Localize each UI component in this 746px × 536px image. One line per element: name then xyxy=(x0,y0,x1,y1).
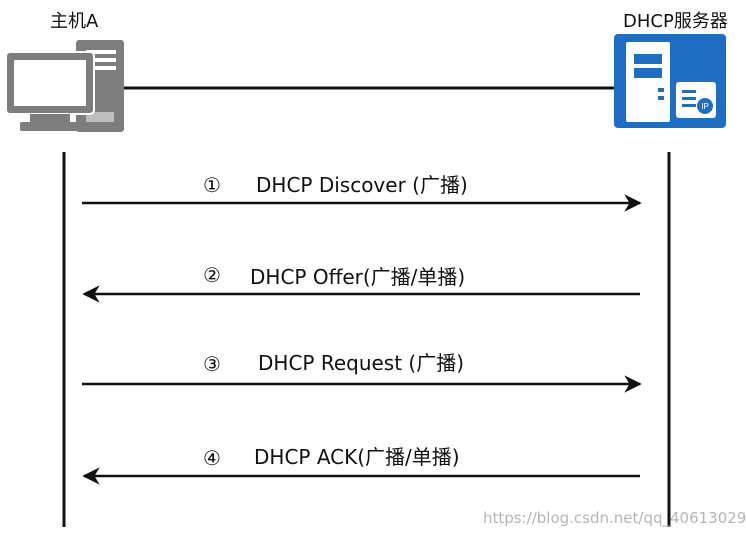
watermark: https://blog.csdn.net/qq_40613029 xyxy=(483,509,746,527)
step-2-label: DHCP Offer(广播/单播) xyxy=(250,265,466,289)
step-4-label: DHCP ACK(广播/单播) xyxy=(254,445,460,469)
step-2-number: ② xyxy=(203,263,221,287)
step-1-number: ① xyxy=(203,173,221,197)
step-3-number: ③ xyxy=(203,352,221,376)
desktop-computer-icon xyxy=(5,40,124,132)
step-3-label: DHCP Request (广播) xyxy=(258,351,465,375)
step-4-number: ④ xyxy=(203,446,221,470)
client-label: 主机A xyxy=(50,11,99,32)
step-1-label: DHCP Discover (广播) xyxy=(256,173,468,197)
server-label: DHCP服务器 xyxy=(623,11,728,32)
svg-text:IP: IP xyxy=(701,102,709,111)
dhcp-server-icon: IP xyxy=(614,34,726,128)
